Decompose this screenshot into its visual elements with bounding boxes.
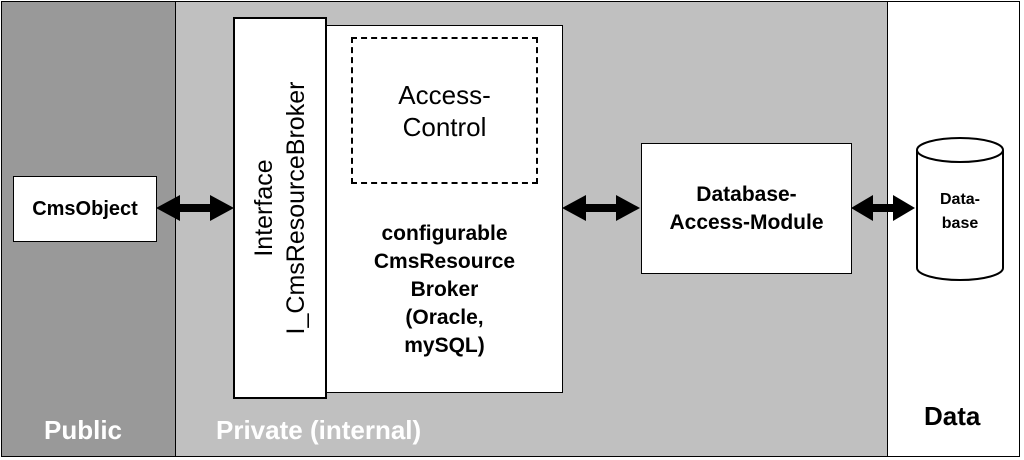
interface-node: Interface I_CmsResourceBroker [233,17,327,399]
resource-broker-label: configurable CmsResource Broker (Oracle,… [373,222,516,357]
database-access-module-label: Database- Access-Module [669,182,824,234]
interface-label: Interface I_CmsResourceBroker [250,81,310,335]
access-control-node: Access- Control [351,37,538,184]
cmsobject-interface-arrow [156,195,234,221]
cmsobject-node: CmsObject [13,176,157,242]
database-cylinder-icon [916,137,1004,281]
data-zone-label: Data [924,401,981,431]
resource-broker-node [326,25,563,393]
private-zone-label: Private (internal) [216,415,422,445]
database-label: Data- base [939,191,980,232]
database-access-module-node: Database- Access-Module [641,143,852,274]
access-control-label: Access- Control [398,79,491,142]
dam-database-arrow [851,195,915,221]
public-zone-label: Public [44,415,123,445]
broker-dam-arrow [562,195,640,221]
cmsobject-label: CmsObject [32,197,138,220]
